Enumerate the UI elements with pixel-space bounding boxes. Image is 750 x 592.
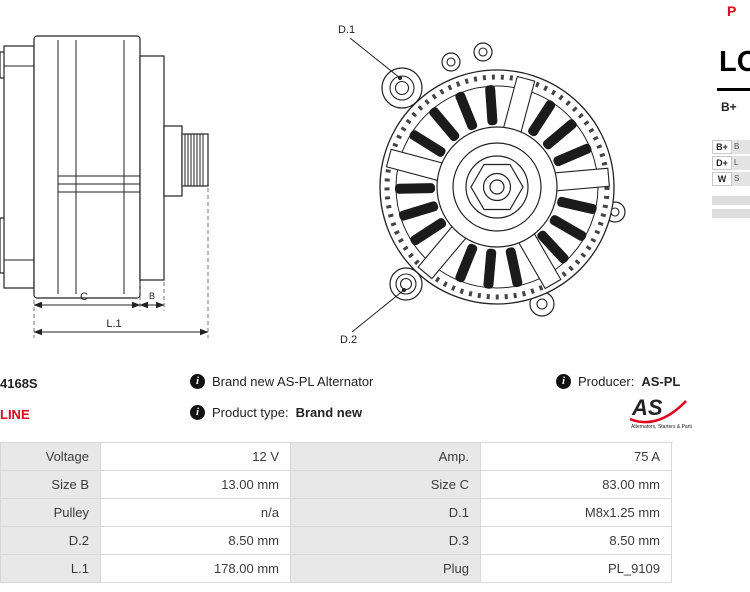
terminal-name: B+ [712,140,732,154]
as-pl-logo-swoosh [629,400,687,424]
spec-label: Voltage [1,443,101,471]
product-type-row: i Product type: Brand new [190,405,362,420]
terminal-name: W [712,172,732,186]
info-icon: i [190,374,205,389]
product-line: LINE [0,407,30,422]
spec-row: Voltage 12 V Amp. 75 A [1,443,673,471]
producer-row: i Producer: AS-PL [556,374,680,389]
d2-label: D.2 [340,334,357,346]
terminal-row: D+ L [712,156,750,170]
hub-and-shaft-nut [436,126,558,248]
info-icon: i [556,374,571,389]
spec-value: PL_9109 [481,555,672,583]
spec-row: Pulley n/a D.1 M8x1.25 mm [1,499,673,527]
spec-value: 13.00 mm [101,471,291,499]
spec-value: 75 A [481,443,672,471]
spec-value: M8x1.25 mm [481,499,672,527]
d1-label: D.1 [338,24,355,36]
alternator-side-body [0,35,209,299]
specs-table: Voltage 12 V Amp. 75 A Size B 13.00 mm S… [0,442,673,583]
side-body-details [4,40,204,294]
dimension-l1-label: L.1 [106,318,121,330]
spec-label: Amp. [291,443,481,471]
spec-value: n/a [101,499,291,527]
brand-info-text: Brand new AS-PL Alternator [212,374,374,389]
side-view-drawing: C B L.1 [0,35,209,338]
terminal-desc: B [732,140,750,154]
spec-label: L.1 [1,555,101,583]
terminal-desc: S [732,172,750,186]
terminal-desc: L [732,156,750,170]
dimension-b-label: B [149,291,155,301]
product-type-label: Product type: [212,405,289,420]
spec-label: D.1 [291,499,481,527]
product-type-value: Brand new [295,405,363,420]
cropped-content-bar [712,196,750,205]
spec-value: 12 V [101,443,291,471]
cooling-fins-ring [384,74,610,300]
vent-slots [394,85,597,289]
product-sku: 4168S [0,376,38,391]
leader-lines [349,37,406,333]
dimension-c-label: C [80,291,88,303]
spec-label: Size B [1,471,101,499]
brand-info-row: i Brand new AS-PL Alternator [190,374,373,389]
cropped-logo-text: LO [719,46,750,78]
dimension-lines [33,301,209,336]
spec-row: Size B 13.00 mm Size C 83.00 mm [1,471,673,499]
spec-label: Size C [291,471,481,499]
spec-label: D.3 [291,527,481,555]
connector-pin-label: B+ [721,100,737,114]
terminal-table: B+ B D+ L W S [712,140,750,188]
ear-bolt-holes [389,47,620,310]
terminal-name: D+ [712,156,732,170]
as-pl-logo-text: AS [631,395,663,420]
producer-value: AS-PL [641,374,681,389]
cropped-red-text: P [727,3,737,19]
spec-label: Pulley [1,499,101,527]
terminal-row: B+ B [712,140,750,154]
spec-value: 8.50 mm [481,527,672,555]
spec-row: D.2 8.50 mm D.3 8.50 mm [1,527,673,555]
spec-value: 8.50 mm [101,527,291,555]
front-view-drawing: D.1 D.2 [338,24,626,346]
cropped-content-bar [712,209,750,218]
info-icon: i [190,405,205,420]
spec-label: D.2 [1,527,101,555]
spec-label: Plug [291,555,481,583]
terminal-row: W S [712,172,750,186]
as-pl-logo: AS Alternators, Starters & Parts [629,395,692,430]
logo-underline [717,88,750,91]
spec-row: L.1 178.00 mm Plug PL_9109 [1,555,673,583]
spec-value: 83.00 mm [481,471,672,499]
spec-value: 178.00 mm [101,555,291,583]
producer-label: Producer: [578,374,635,389]
as-pl-logo-tagline: Alternators, Starters & Parts [631,424,692,430]
